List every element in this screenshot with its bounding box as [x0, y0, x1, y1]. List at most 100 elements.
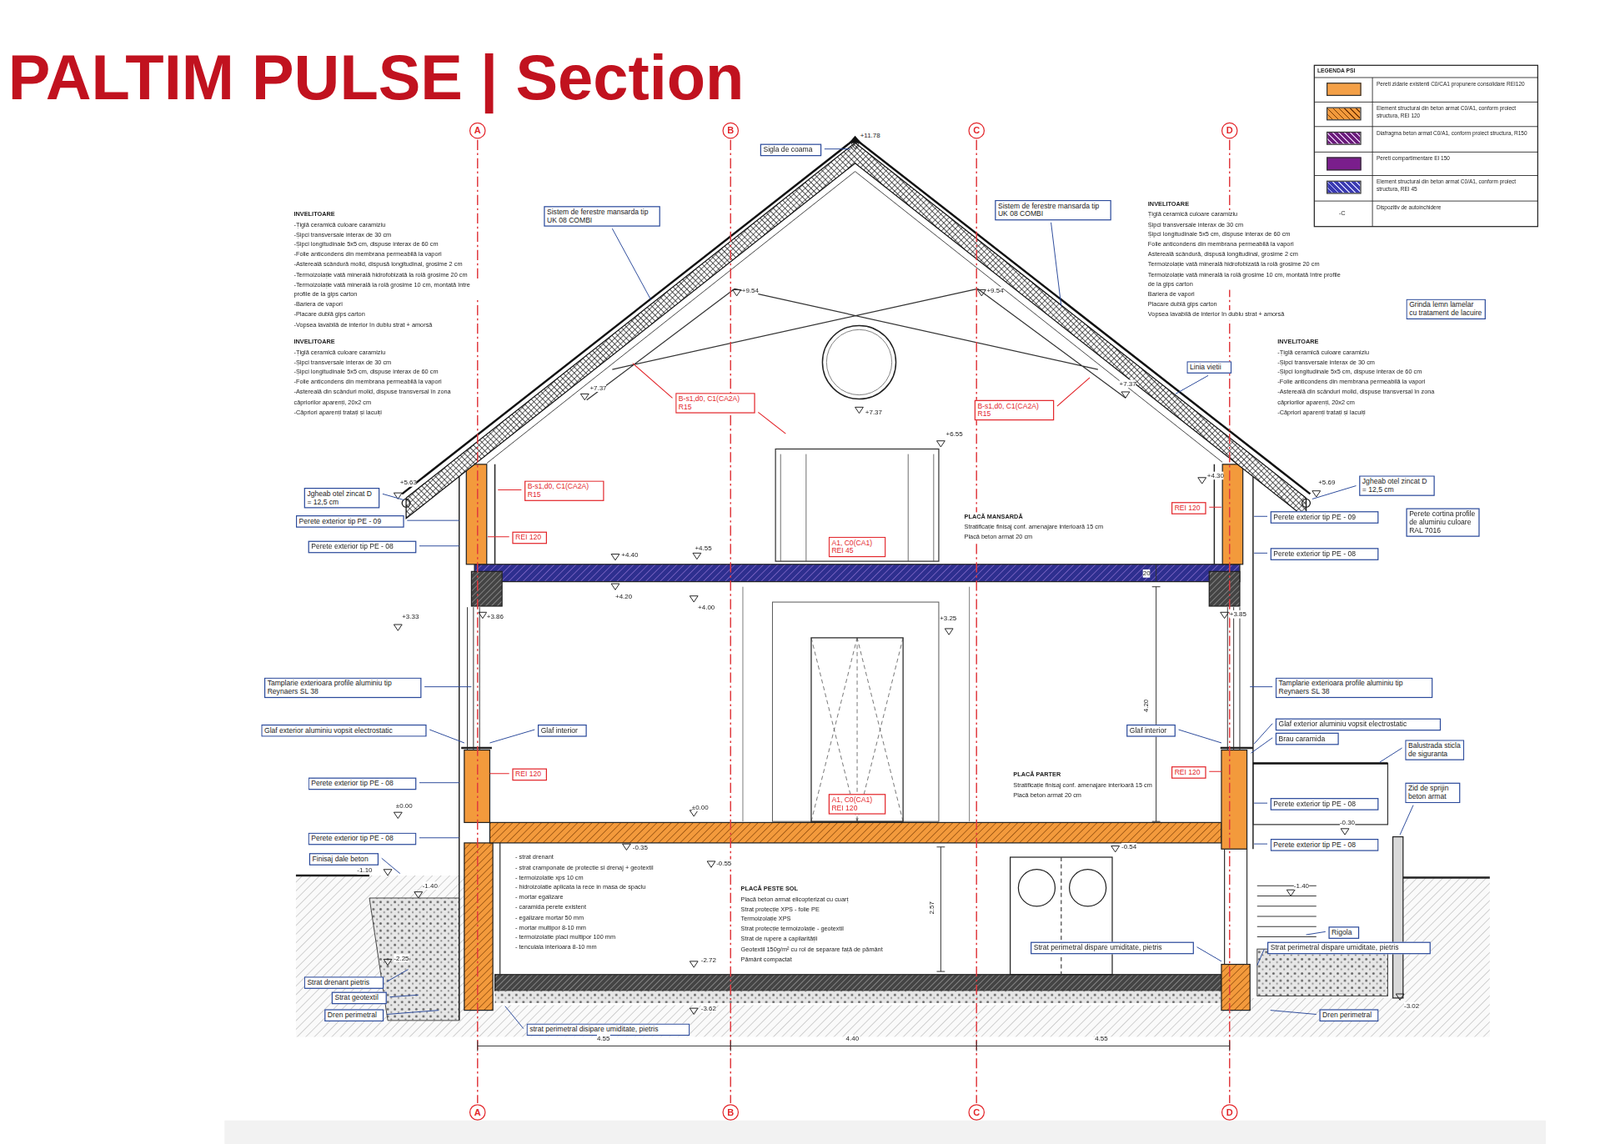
note-text: Folie anticondens din membrana permeabil…	[1148, 240, 1295, 251]
legend-text: Element structural din beton armat C0/A1…	[1376, 105, 1534, 119]
label-group: LEGENDA PSI	[1317, 67, 1420, 76]
note-text: -Șipci transversale interax de 30 cm	[1277, 357, 1375, 368]
legend-row: Element structural din beton armat C0/A1…	[1376, 105, 1534, 119]
callout-text: REI 120	[1174, 504, 1204, 513]
elevation-label: 4.40	[846, 1034, 859, 1044]
gravel-right	[1257, 948, 1389, 996]
label-group: ±0.00	[692, 802, 733, 812]
note-text: Șipci transversale interax de 30 cm	[1148, 220, 1244, 231]
axis-letter: A	[470, 123, 485, 138]
label-group: INVELITOARE-Țiglă ceramică culoare caram…	[293, 210, 488, 331]
note-text: -Șipci transversale interax de 30 cm	[293, 230, 392, 241]
entrance-door	[811, 637, 903, 822]
callout-text: Glaf interior	[1129, 726, 1173, 735]
legend-text: Diafragma beton armat C0/A1, conform pro…	[1376, 129, 1528, 136]
legend-row: Diafragma beton armat C0/A1, conform pro…	[1376, 129, 1534, 136]
note-text: -Astereală din scânduri molid, dispuse t…	[1277, 387, 1441, 408]
callout-box: Perete exterior tip PE - 08	[1270, 838, 1380, 852]
elevation-label: -0.54	[1121, 842, 1137, 852]
callout-box: Strat geotextil	[331, 992, 387, 1005]
legend-swatch	[1326, 180, 1362, 195]
note-text: Placă beton armat elicopterizat cu cuarț	[741, 894, 849, 905]
note-text: -Șipci longitudinale 5x5 cm, dispuse int…	[1277, 367, 1422, 378]
note-text: Termoizolație vată minerală la rolă gros…	[1148, 270, 1343, 291]
callout-box: Glaf exterior aluminiu vopsit electrosta…	[260, 724, 427, 738]
fire-rating-tag: A1, C0(CA1) REI 45	[828, 536, 887, 557]
callout-text: Perete exterior tip PE - 08	[310, 779, 413, 788]
callout-text: Linia vietii	[1189, 363, 1229, 372]
note-text: Strat protecție XPS - folie PE	[741, 904, 820, 915]
callout-text: Perete exterior tip PE - 08	[310, 834, 413, 843]
note-text: Șipci longitudinale 5x5 cm, dispuse inte…	[1148, 230, 1291, 241]
interior-line	[742, 586, 970, 822]
elevation-label: +4.30	[1207, 471, 1224, 480]
knee-wall	[466, 464, 487, 565]
callout-text: Strat perimetral dispare umiditate, piet…	[1033, 943, 1191, 953]
fire-rating-tag: REI 120	[511, 531, 547, 545]
callout-text: B-s1,d0, C1(CA2A) R15	[527, 482, 602, 500]
legend-table	[1314, 65, 1538, 226]
note-text: -Termoizolație vată minerală hidrofobiza…	[293, 270, 467, 281]
label-group: INVELITOAREȚiglă ceramică culoare carami…	[1148, 200, 1343, 321]
callout-text: Finisaj dale beton	[311, 855, 376, 864]
label-group: PLACĂ MANSARDĂStratificație finisaj conf…	[964, 511, 1164, 542]
grid-axis	[477, 140, 1230, 1104]
callout-text: Perete exterior tip PE - 09	[299, 516, 402, 526]
callout-text: Perete cortina profile de aluminiu culoa…	[1409, 510, 1477, 535]
callout-text: Dren perimetral	[327, 1011, 382, 1020]
callout-box: Sistem de ferestre mansarda tip UK 08 CO…	[543, 205, 661, 226]
callout-text: Sigla de coama	[762, 145, 818, 155]
label-group: -0.54	[1121, 842, 1163, 852]
label-group: +3.33	[401, 611, 443, 621]
elevation-label: +5.69	[1318, 478, 1335, 487]
callout-box: Tamplarie exterioara profile aluminiu ti…	[264, 677, 422, 698]
callout-box: Rigola	[1328, 926, 1360, 939]
elevation-label: ±0.00	[692, 802, 709, 812]
note-text: INVELITOARE	[1277, 337, 1319, 348]
grid-axis-bubble: B	[722, 122, 739, 140]
door-swing	[811, 637, 903, 822]
callout-text: Strat geotextil	[334, 993, 384, 1003]
callout-text: B-s1,d0, C1(CA2A) R15	[977, 401, 1051, 419]
note-text: PLACĂ PARTER	[1013, 770, 1061, 781]
callout-text: A1, C0(CA1) REI 45	[831, 538, 883, 556]
elevation-label: +7.37	[865, 408, 883, 417]
retaining-wall	[1393, 837, 1404, 999]
note-text: Strat protecție termoizolație - geotexti…	[741, 924, 844, 935]
knee-wall	[1222, 464, 1243, 565]
note-text: Placă beton armat 20 cm	[964, 531, 1034, 542]
label-group: +4.30	[1207, 471, 1249, 480]
legend-swatch	[1326, 82, 1362, 96]
legend-swatch	[1326, 107, 1362, 121]
elevation-label: -0.55	[716, 858, 732, 868]
soil-under	[464, 1004, 1250, 1037]
callout-box: Sistem de ferestre mansarda tip UK 08 CO…	[994, 200, 1112, 221]
door-frame	[772, 601, 938, 822]
note-text: Strat de rupere a capilarității	[741, 934, 818, 945]
callout-box: Perete exterior tip PE - 09	[1270, 511, 1380, 524]
label-group: +3.85	[1229, 610, 1271, 619]
elevation-label: +9.54	[742, 286, 759, 296]
callout-box: Balustrada sticla de siguranta	[1404, 739, 1465, 760]
callout-box: Perete exterior tip PE - 08	[1270, 797, 1380, 811]
title-text: PALTIM PULSE | Section	[8, 42, 745, 112]
grid-axis-bubble: D	[1221, 122, 1239, 140]
note-text: -Placare dublă gips carton	[293, 310, 365, 321]
note-text: PLACĂ MANSARDĂ	[964, 511, 1024, 522]
callout-text: A1, C0(CA1) REI 120	[831, 796, 883, 813]
callout-text: REI 120	[515, 770, 544, 779]
door-swing	[1060, 857, 1062, 975]
elevation-label: 2.57	[927, 901, 936, 914]
note-text: -Țiglă ceramică culoare caramiziu	[293, 347, 386, 358]
label-group: -2.25	[393, 953, 435, 963]
callout-text: Tamplarie exterioara profile aluminiu ti…	[1278, 679, 1430, 697]
fire-rating-tag: REI 120	[1171, 501, 1207, 515]
wall-right	[1221, 750, 1248, 850]
elevation-label: -2.25	[393, 953, 409, 963]
balcony	[1253, 762, 1389, 824]
callout-text: Perete exterior tip PE - 08	[1273, 799, 1375, 808]
note-text: -Astereală din scânduri molid, dispuse t…	[293, 387, 457, 408]
label-group: +3.25	[939, 614, 981, 623]
callout-text: Jgheab otel zincat D = 12,5 cm	[1362, 477, 1432, 495]
